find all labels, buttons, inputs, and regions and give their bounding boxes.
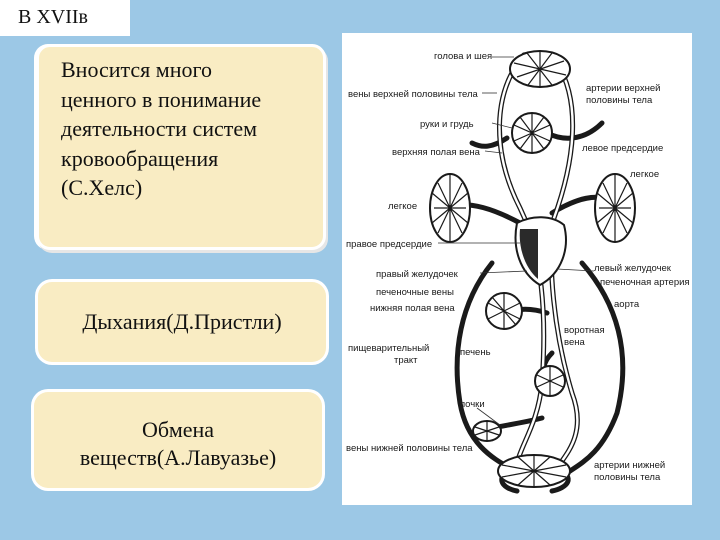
label-portal-vein-1: воротная: [564, 325, 605, 336]
label-lung-left: легкое: [630, 169, 659, 180]
leader-right-ventricle: [479, 270, 528, 274]
label-lung-right: легкое: [388, 201, 417, 212]
slide-title: В XVIIв: [0, 0, 130, 36]
vessel-outer-left: [454, 260, 513, 471]
label-digestive-tract-1: пищеварительный: [348, 343, 429, 354]
card-metabolism-line-2: веществ(А.Лавуазье): [79, 445, 277, 470]
label-portal-vein-2: вена: [564, 337, 585, 348]
leader-kidneys: [476, 407, 501, 426]
label-lower-body-arteries-2: половины тела: [594, 472, 661, 483]
organ-kidneys-net: [474, 421, 500, 441]
organ-right-lung-net: [431, 175, 469, 241]
card-respiration: Дыхания(Д.Пристли): [38, 282, 326, 362]
card-circulation-line-4: кровообращения: [61, 145, 219, 171]
card-metabolism: Обмена веществ(А.Лавуазье): [34, 392, 322, 488]
organ-left-lung-net: [596, 175, 634, 241]
organ-lower-body-net: [501, 455, 567, 487]
label-right-atrium: правое предсердие: [346, 239, 432, 250]
label-hepatic-artery: печеночная артерия: [600, 277, 690, 288]
label-digestive-tract-2: тракт: [394, 355, 418, 366]
card-respiration-text: Дыхания(Д.Пристли): [82, 309, 282, 334]
circulation-diagram: голова и шея вены верхней половины тела …: [342, 33, 692, 505]
label-upper-body-veins: вены верхней половины тела: [348, 89, 479, 100]
label-upper-body-arteries-1: артерии верхней: [586, 83, 660, 94]
card-metabolism-line-1: Обмена: [141, 417, 215, 442]
card-circulation-line-5: (С.Хелс): [61, 175, 143, 200]
vessel-aorta-lumen: [550, 61, 579, 470]
circulation-diagram-svg: голова и шея вены верхней половины тела …: [346, 50, 690, 494]
card-circulation-line-2: ценного в понимание: [61, 86, 262, 112]
leader-left-ventricle: [556, 268, 595, 272]
label-left-ventricle: левый желудочек: [594, 263, 672, 274]
label-right-ventricle: правый желудочек: [376, 269, 459, 280]
organ-head-net: [513, 51, 567, 87]
label-inferior-vena-cava: нижняя полая вена: [370, 303, 455, 314]
organ-gut-net: [536, 366, 564, 396]
label-lower-body-arteries-1: артерии нижней: [594, 460, 665, 471]
vessel-arms-left: [469, 135, 510, 149]
label-upper-body-arteries-2: половины тела: [586, 95, 653, 106]
label-aorta: аорта: [614, 299, 640, 310]
leader-svc: [484, 150, 503, 154]
leader-arms: [491, 122, 513, 129]
label-kidneys: почки: [460, 399, 485, 410]
label-liver: печень: [460, 347, 491, 358]
card-circulation-line-3: деятельности систем: [61, 116, 258, 141]
vessel-outer-right: [564, 260, 626, 476]
label-hepatic-veins: печеночные вены: [376, 287, 454, 298]
card-circulation-line-1: Вносится много: [61, 57, 212, 82]
organ-liver-net: [487, 293, 521, 329]
label-left-atrium: левое предсердие: [582, 143, 663, 154]
label-lower-body-veins: вены нижней половины тела: [346, 443, 473, 454]
label-head-neck: голова и шея: [434, 51, 492, 62]
card-circulation: Вносится много ценного в понимание деяте…: [36, 44, 326, 250]
organ-arms-net: [513, 113, 551, 153]
label-arms-chest: руки и грудь: [420, 119, 474, 130]
label-superior-vena-cava: верхняя полая вена: [392, 147, 481, 158]
heart-right-side: [519, 229, 538, 279]
